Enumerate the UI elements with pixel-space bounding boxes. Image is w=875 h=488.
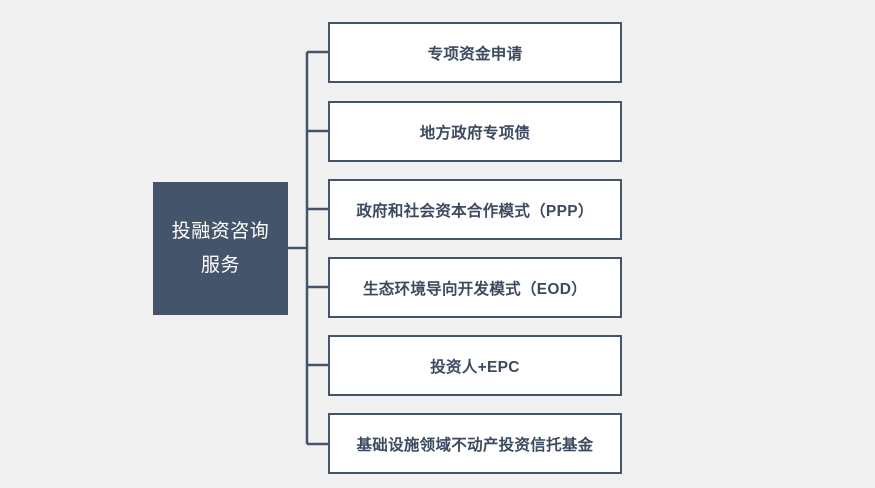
leaf-node-label: 政府和社会资本合作模式（PPP） — [356, 202, 594, 220]
root-node[interactable]: 投融资咨询 服务 — [153, 182, 288, 315]
leaf-node-3[interactable]: 政府和社会资本合作模式（PPP） — [328, 179, 622, 240]
root-node-label: 投融资咨询 服务 — [172, 215, 270, 283]
leaf-node-6[interactable]: 基础设施领域不动产投资信托基金 — [328, 413, 622, 474]
leaf-node-label: 投资人+EPC — [430, 358, 520, 376]
root-node-label-line2: 服务 — [200, 254, 240, 276]
root-node-label-line1: 投融资咨询 — [171, 220, 270, 242]
leaf-node-label: 专项资金申请 — [427, 45, 523, 63]
leaf-node-5[interactable]: 投资人+EPC — [328, 335, 622, 396]
leaf-node-1[interactable]: 专项资金申请 — [328, 22, 622, 83]
leaf-node-4[interactable]: 生态环境导向开发模式（EOD） — [328, 257, 622, 318]
leaf-node-2[interactable]: 地方政府专项债 — [328, 101, 622, 162]
leaf-node-label: 基础设施领域不动产投资信托基金 — [356, 436, 594, 454]
leaf-node-label: 地方政府专项债 — [419, 124, 531, 142]
leaf-node-label: 生态环境导向开发模式（EOD） — [362, 280, 588, 298]
